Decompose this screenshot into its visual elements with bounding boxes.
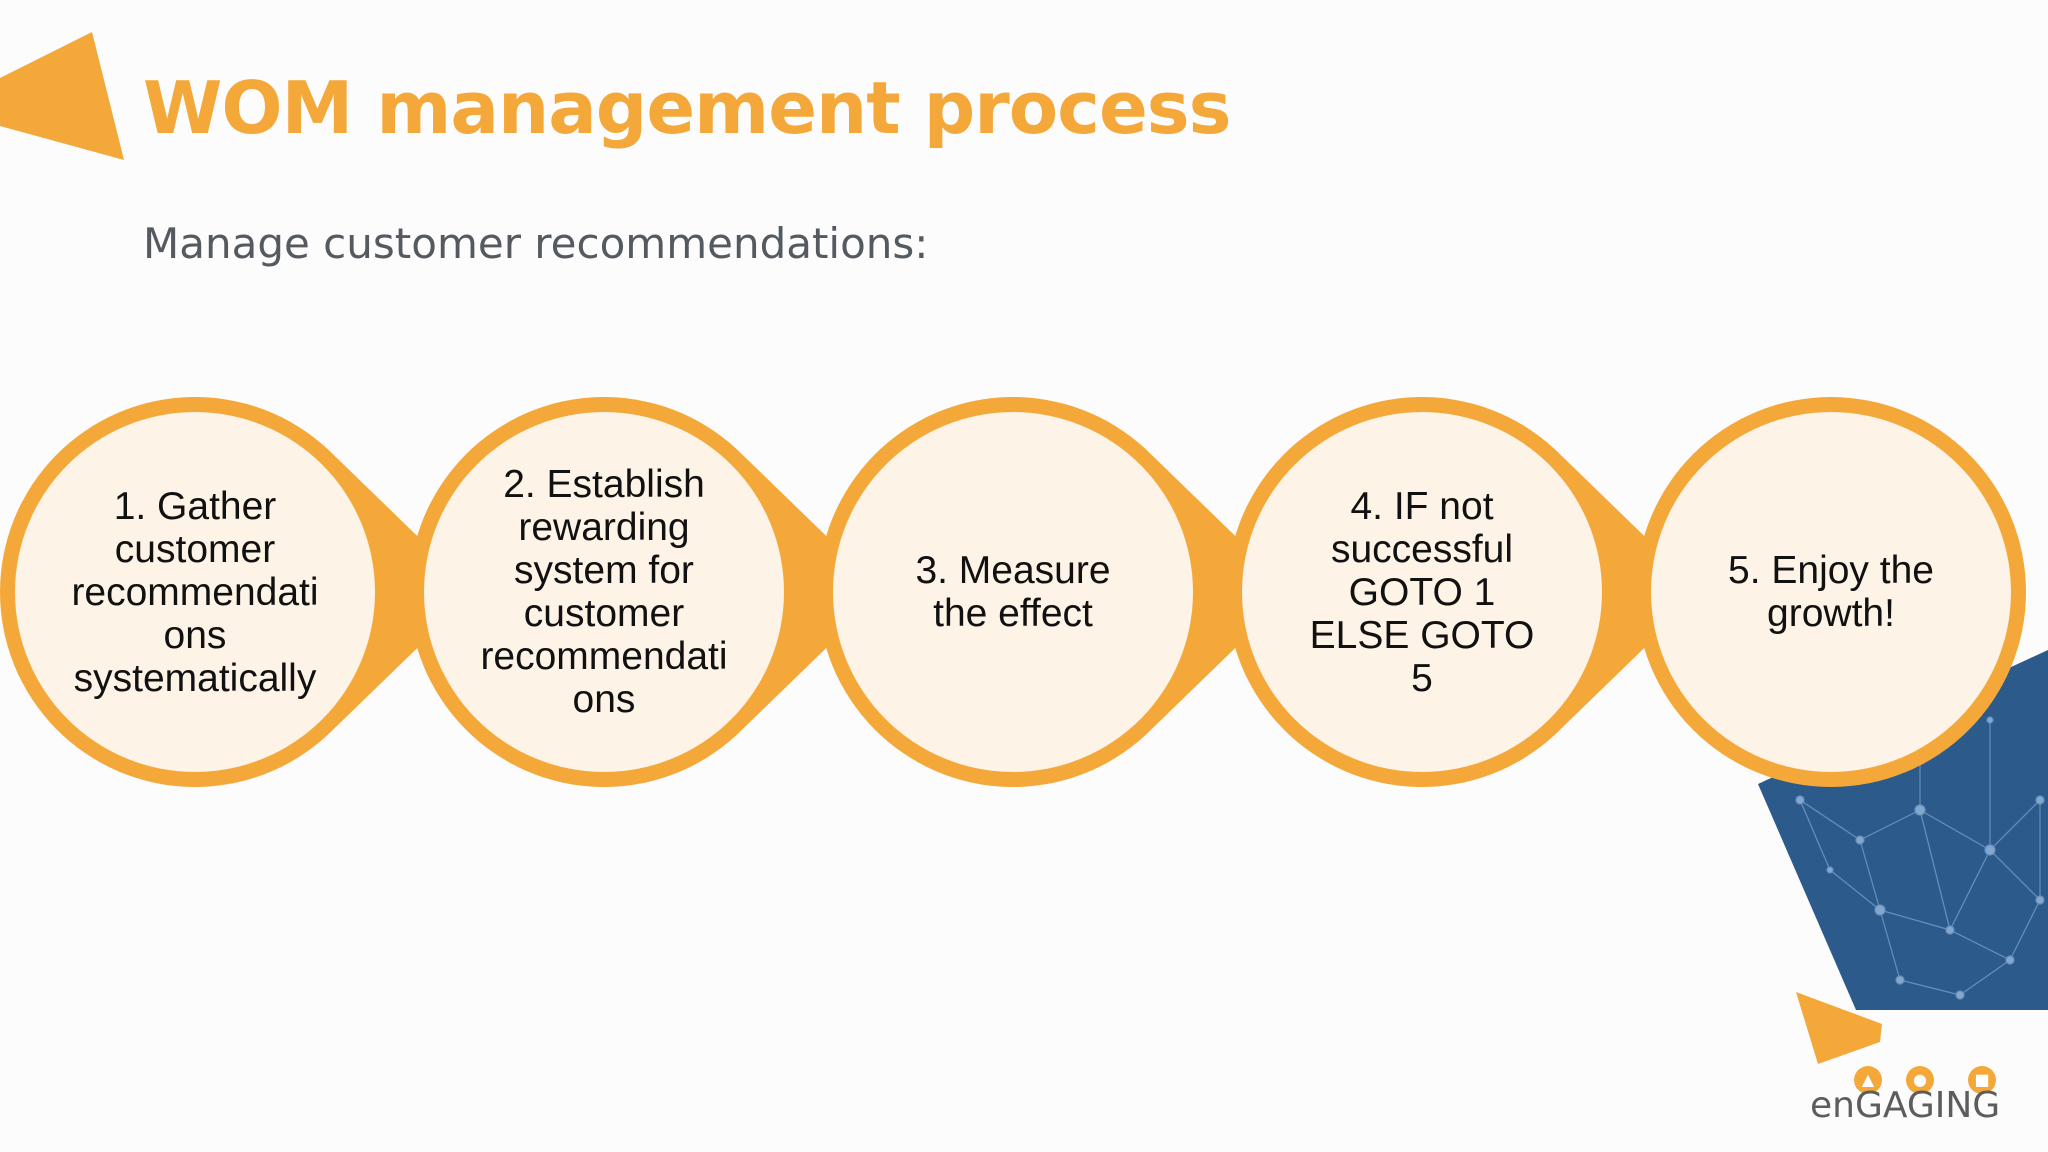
step-5-circle bbox=[1651, 412, 2011, 772]
step-3-label: 3. Measure the effect bbox=[915, 549, 1111, 635]
slide-title: WOM management process bbox=[143, 66, 1231, 150]
step-2-label: 2. Establish rewarding system for custom… bbox=[480, 463, 728, 721]
corner-triangle-top-left bbox=[0, 32, 124, 160]
step-5-label: 5. Enjoy the growth! bbox=[1728, 549, 1934, 635]
step-3-shape bbox=[818, 396, 1293, 787]
step-1-shape bbox=[0, 396, 475, 787]
step-4-shape bbox=[1227, 396, 1702, 787]
step-4-circle bbox=[1242, 412, 1602, 772]
slide-subtitle: Manage customer recommendations: bbox=[143, 219, 929, 268]
logo-triangle bbox=[1796, 992, 1882, 1064]
step-1-circle bbox=[15, 412, 375, 772]
step-4-label: 4. IF not successful GOTO 1 ELSE GOTO 5 bbox=[1309, 484, 1535, 700]
step-2-circle bbox=[424, 412, 784, 772]
step-3-circle bbox=[833, 412, 1193, 772]
graduation-cap-icon: ■ bbox=[1968, 1066, 1996, 1094]
handshake-icon: ● bbox=[1906, 1066, 1934, 1094]
rocket-icon: ▲ bbox=[1854, 1066, 1882, 1094]
step-5-shape bbox=[1636, 397, 2026, 787]
step-1-label: 1. Gather customer recommendati ons syst… bbox=[71, 484, 319, 700]
brand-logo: enGAGING bbox=[1810, 1085, 2001, 1126]
network-panel bbox=[1758, 650, 2048, 1010]
step-2-shape bbox=[409, 396, 884, 787]
